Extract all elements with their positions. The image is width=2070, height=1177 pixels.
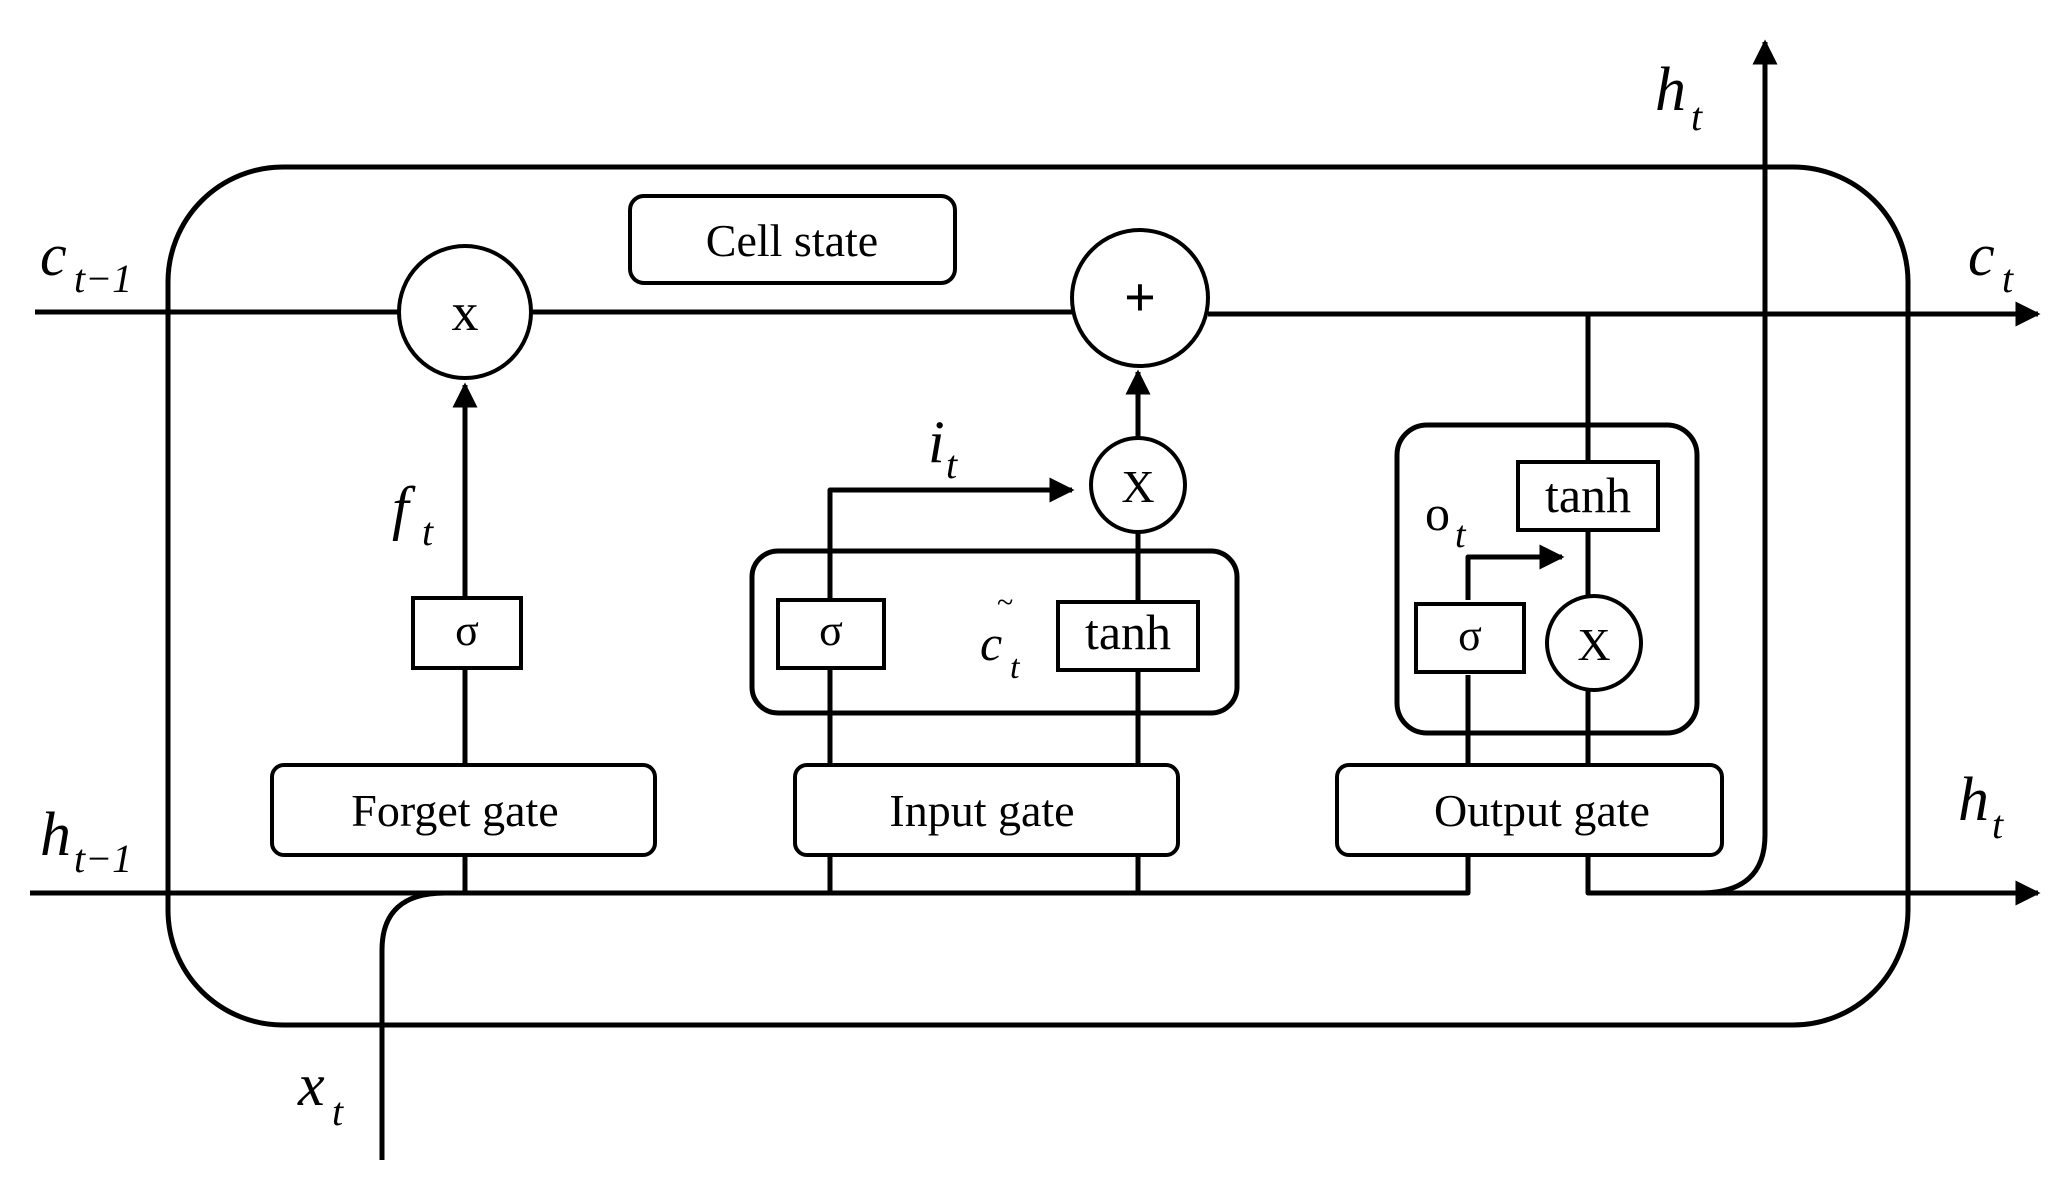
cell-boundary xyxy=(165,164,1911,1028)
input-multiply-node xyxy=(1089,436,1187,534)
svg-text:h: h xyxy=(40,801,71,869)
hidden-state-line-left xyxy=(30,855,1471,896)
forget-sigma-box xyxy=(411,596,523,670)
forget-multiply-symbol: x xyxy=(452,282,479,342)
input-x-line xyxy=(379,890,446,1160)
svg-text:c: c xyxy=(980,615,1002,671)
output-gate-label: Output gate xyxy=(1434,785,1650,836)
svg-text:h: h xyxy=(1958,766,1989,834)
svg-text:t−1: t−1 xyxy=(74,836,132,881)
output-tanh-label: tanh xyxy=(1545,467,1631,523)
label-c-t: c t xyxy=(1968,222,2014,301)
output-gate-o-arrow xyxy=(1465,544,1565,600)
svg-text:t: t xyxy=(332,1089,344,1134)
input-sigma-box xyxy=(776,598,886,670)
cell-state-box xyxy=(628,194,957,285)
svg-text:t: t xyxy=(946,442,958,487)
svg-text:h: h xyxy=(1655,56,1686,124)
svg-text:t: t xyxy=(2002,256,2014,301)
output-sigma-symbol: σ xyxy=(1458,611,1482,660)
cell-state-label: Cell state xyxy=(706,215,878,266)
svg-text:o: o xyxy=(1425,485,1450,541)
label-c-tilde: ~ c t xyxy=(980,586,1021,686)
forget-sigma-symbol: σ xyxy=(455,606,479,655)
forget-multiply-node xyxy=(397,244,533,380)
svg-text:f: f xyxy=(392,475,416,541)
label-h-t-top: h t xyxy=(1655,56,1703,139)
input-gate-box xyxy=(793,763,1180,857)
svg-text:t: t xyxy=(1992,802,2004,847)
svg-text:x: x xyxy=(297,1052,325,1118)
label-o-t: o t xyxy=(1425,485,1467,556)
label-i-t: i t xyxy=(928,409,958,487)
forget-gate-label: Forget gate xyxy=(351,785,558,836)
input-gate-label: Input gate xyxy=(889,785,1074,836)
forget-gate-box xyxy=(270,763,657,857)
label-f-t: f t xyxy=(392,475,434,554)
svg-text:t: t xyxy=(1455,514,1467,556)
svg-text:c: c xyxy=(1968,222,1995,288)
input-multiply-symbol: X xyxy=(1121,461,1154,512)
label-c-prev: c t−1 xyxy=(40,222,132,301)
output-gate-box xyxy=(1335,763,1724,857)
label-h-prev: h t−1 xyxy=(40,801,132,881)
svg-text:~: ~ xyxy=(997,586,1013,619)
svg-text:t: t xyxy=(422,509,434,554)
output-tanh-box xyxy=(1516,460,1660,532)
input-gate-container xyxy=(749,548,1240,716)
output-gate-container xyxy=(1394,422,1700,736)
svg-text:i: i xyxy=(928,409,945,475)
svg-text:t: t xyxy=(1010,649,1021,686)
svg-text:t: t xyxy=(1691,94,1703,139)
hidden-output-riser xyxy=(1699,39,1778,896)
input-sigma-symbol: σ xyxy=(819,606,843,655)
input-gate-i-arrow xyxy=(827,477,1075,600)
label-x-t: x t xyxy=(297,1052,344,1134)
label-h-t-right: h t xyxy=(1958,766,2004,847)
output-multiply-node xyxy=(1545,594,1643,692)
input-tanh-label: tanh xyxy=(1085,604,1171,660)
svg-text:t−1: t−1 xyxy=(74,256,132,301)
output-multiply-symbol: X xyxy=(1577,619,1610,670)
svg-text:c: c xyxy=(40,222,67,288)
output-sigma-box xyxy=(1414,602,1526,674)
input-tanh-box xyxy=(1056,600,1200,672)
hidden-state-line-right xyxy=(1585,855,2041,906)
add-symbol: + xyxy=(1124,267,1156,329)
add-node xyxy=(1070,228,1210,368)
